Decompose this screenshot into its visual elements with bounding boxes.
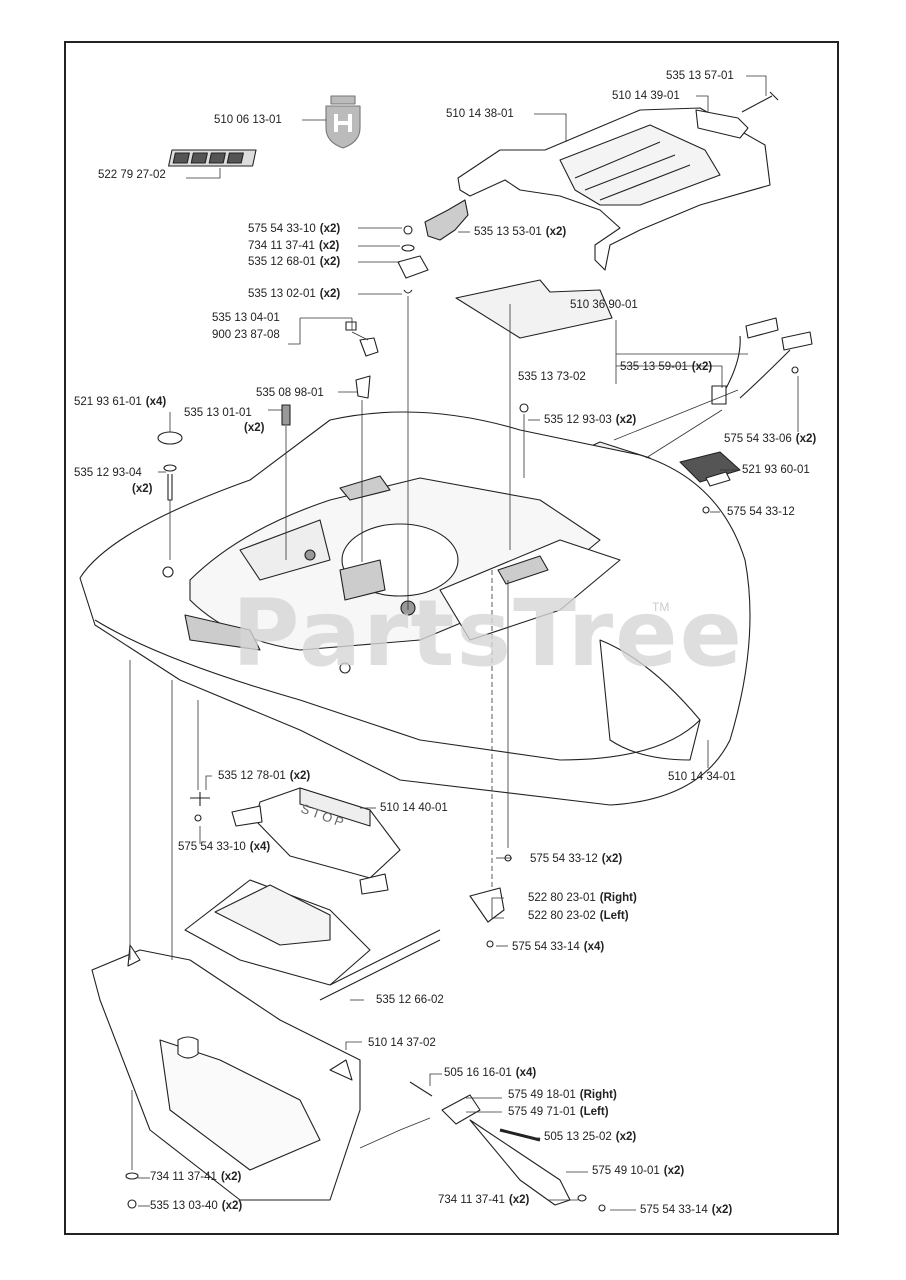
callout-label: 510 14 39-01 bbox=[612, 90, 680, 102]
callout-label: 521 93 61-01(x4) bbox=[74, 396, 167, 408]
front-bumper-part bbox=[91, 944, 361, 1201]
callout-label: 505 16 16-01(x4) bbox=[444, 1067, 537, 1079]
callout-label: 575 49 71-01(Left) bbox=[508, 1106, 609, 1118]
husqvarna-logo-icon bbox=[325, 95, 361, 149]
callout-label: 535 13 73-02 bbox=[518, 371, 586, 383]
switch-cable-part bbox=[711, 317, 813, 405]
watermark-tm: TM bbox=[652, 600, 670, 614]
diagram-frame bbox=[64, 41, 839, 1235]
callout-label: 575 54 33-06(x2) bbox=[724, 433, 817, 445]
label-plate-part bbox=[455, 279, 613, 339]
callout-label: 510 14 37-02 bbox=[368, 1037, 436, 1049]
callout-label: 734 11 37-41(x2) bbox=[248, 240, 340, 252]
handle-part bbox=[695, 109, 749, 139]
callout-label: 900 23 87-08 bbox=[212, 329, 280, 341]
callout-label: (x2) bbox=[132, 483, 153, 495]
callout-label: 734 11 37-41(x2) bbox=[438, 1194, 530, 1206]
pin-part bbox=[741, 91, 779, 113]
callout-label: 535 13 02-01(x2) bbox=[248, 288, 341, 300]
callout-label: 522 80 23-02(Left) bbox=[528, 910, 629, 922]
screw-stack bbox=[397, 225, 429, 294]
callout-label: 575 54 33-14(x2) bbox=[640, 1204, 733, 1216]
callout-label: 510 36 90-01 bbox=[570, 299, 638, 311]
callout-label: 535 12 78-01(x2) bbox=[218, 770, 311, 782]
callout-label: 535 13 03-40(x2) bbox=[150, 1200, 243, 1212]
stop-button-part bbox=[231, 787, 401, 895]
callout-label: 575 54 33-10(x4) bbox=[178, 841, 271, 853]
callout-label: 510 14 40-01 bbox=[380, 802, 448, 814]
callout-label: 535 13 53-01(x2) bbox=[474, 226, 567, 238]
callout-label: 575 49 18-01(Right) bbox=[508, 1089, 617, 1101]
callout-label: (x2) bbox=[244, 422, 265, 434]
callout-label: 535 12 93-04 bbox=[74, 467, 142, 479]
callout-label: 510 14 34-01 bbox=[668, 771, 736, 783]
callout-label: 522 79 27-02 bbox=[98, 169, 166, 181]
watermark-text: PartsTree bbox=[232, 580, 744, 687]
callout-label: 535 12 66-02 bbox=[376, 994, 444, 1006]
callout-label: 535 12 68-01(x2) bbox=[248, 256, 341, 268]
callout-label: 535 08 98-01 bbox=[256, 387, 324, 399]
callout-label: 535 13 04-01 bbox=[212, 312, 280, 324]
decal-sticker bbox=[168, 149, 257, 167]
callout-label: 535 13 01-01 bbox=[184, 407, 252, 419]
callout-label: 734 11 37-41(x2) bbox=[150, 1171, 242, 1183]
leader-lines bbox=[129, 75, 799, 1211]
callout-label: 575 54 33-12(x2) bbox=[530, 853, 623, 865]
callout-label: 522 80 23-01(Right) bbox=[528, 892, 637, 904]
callout-label: 510 06 13-01 bbox=[214, 114, 282, 126]
callout-label: 575 54 33-14(x4) bbox=[512, 941, 605, 953]
callout-label: 535 13 59-01(x2) bbox=[620, 361, 713, 373]
bracket-part bbox=[424, 199, 469, 241]
callout-label: 575 54 33-10(x2) bbox=[248, 223, 341, 235]
callout-label: 575 54 33-12 bbox=[727, 506, 795, 518]
callout-label: 535 13 57-01 bbox=[666, 70, 734, 82]
panel-part bbox=[184, 879, 441, 1001]
top-cover-part bbox=[457, 107, 771, 271]
callout-label: 505 13 25-02(x2) bbox=[544, 1131, 637, 1143]
callout-label: 510 14 38-01 bbox=[446, 108, 514, 120]
callout-label: 535 12 93-03(x2) bbox=[544, 414, 637, 426]
main-body-part bbox=[79, 411, 751, 806]
callout-label: 575 49 10-01(x2) bbox=[592, 1165, 685, 1177]
callout-label: 521 93 60-01 bbox=[742, 464, 810, 476]
keypad-flap-part bbox=[705, 471, 731, 487]
